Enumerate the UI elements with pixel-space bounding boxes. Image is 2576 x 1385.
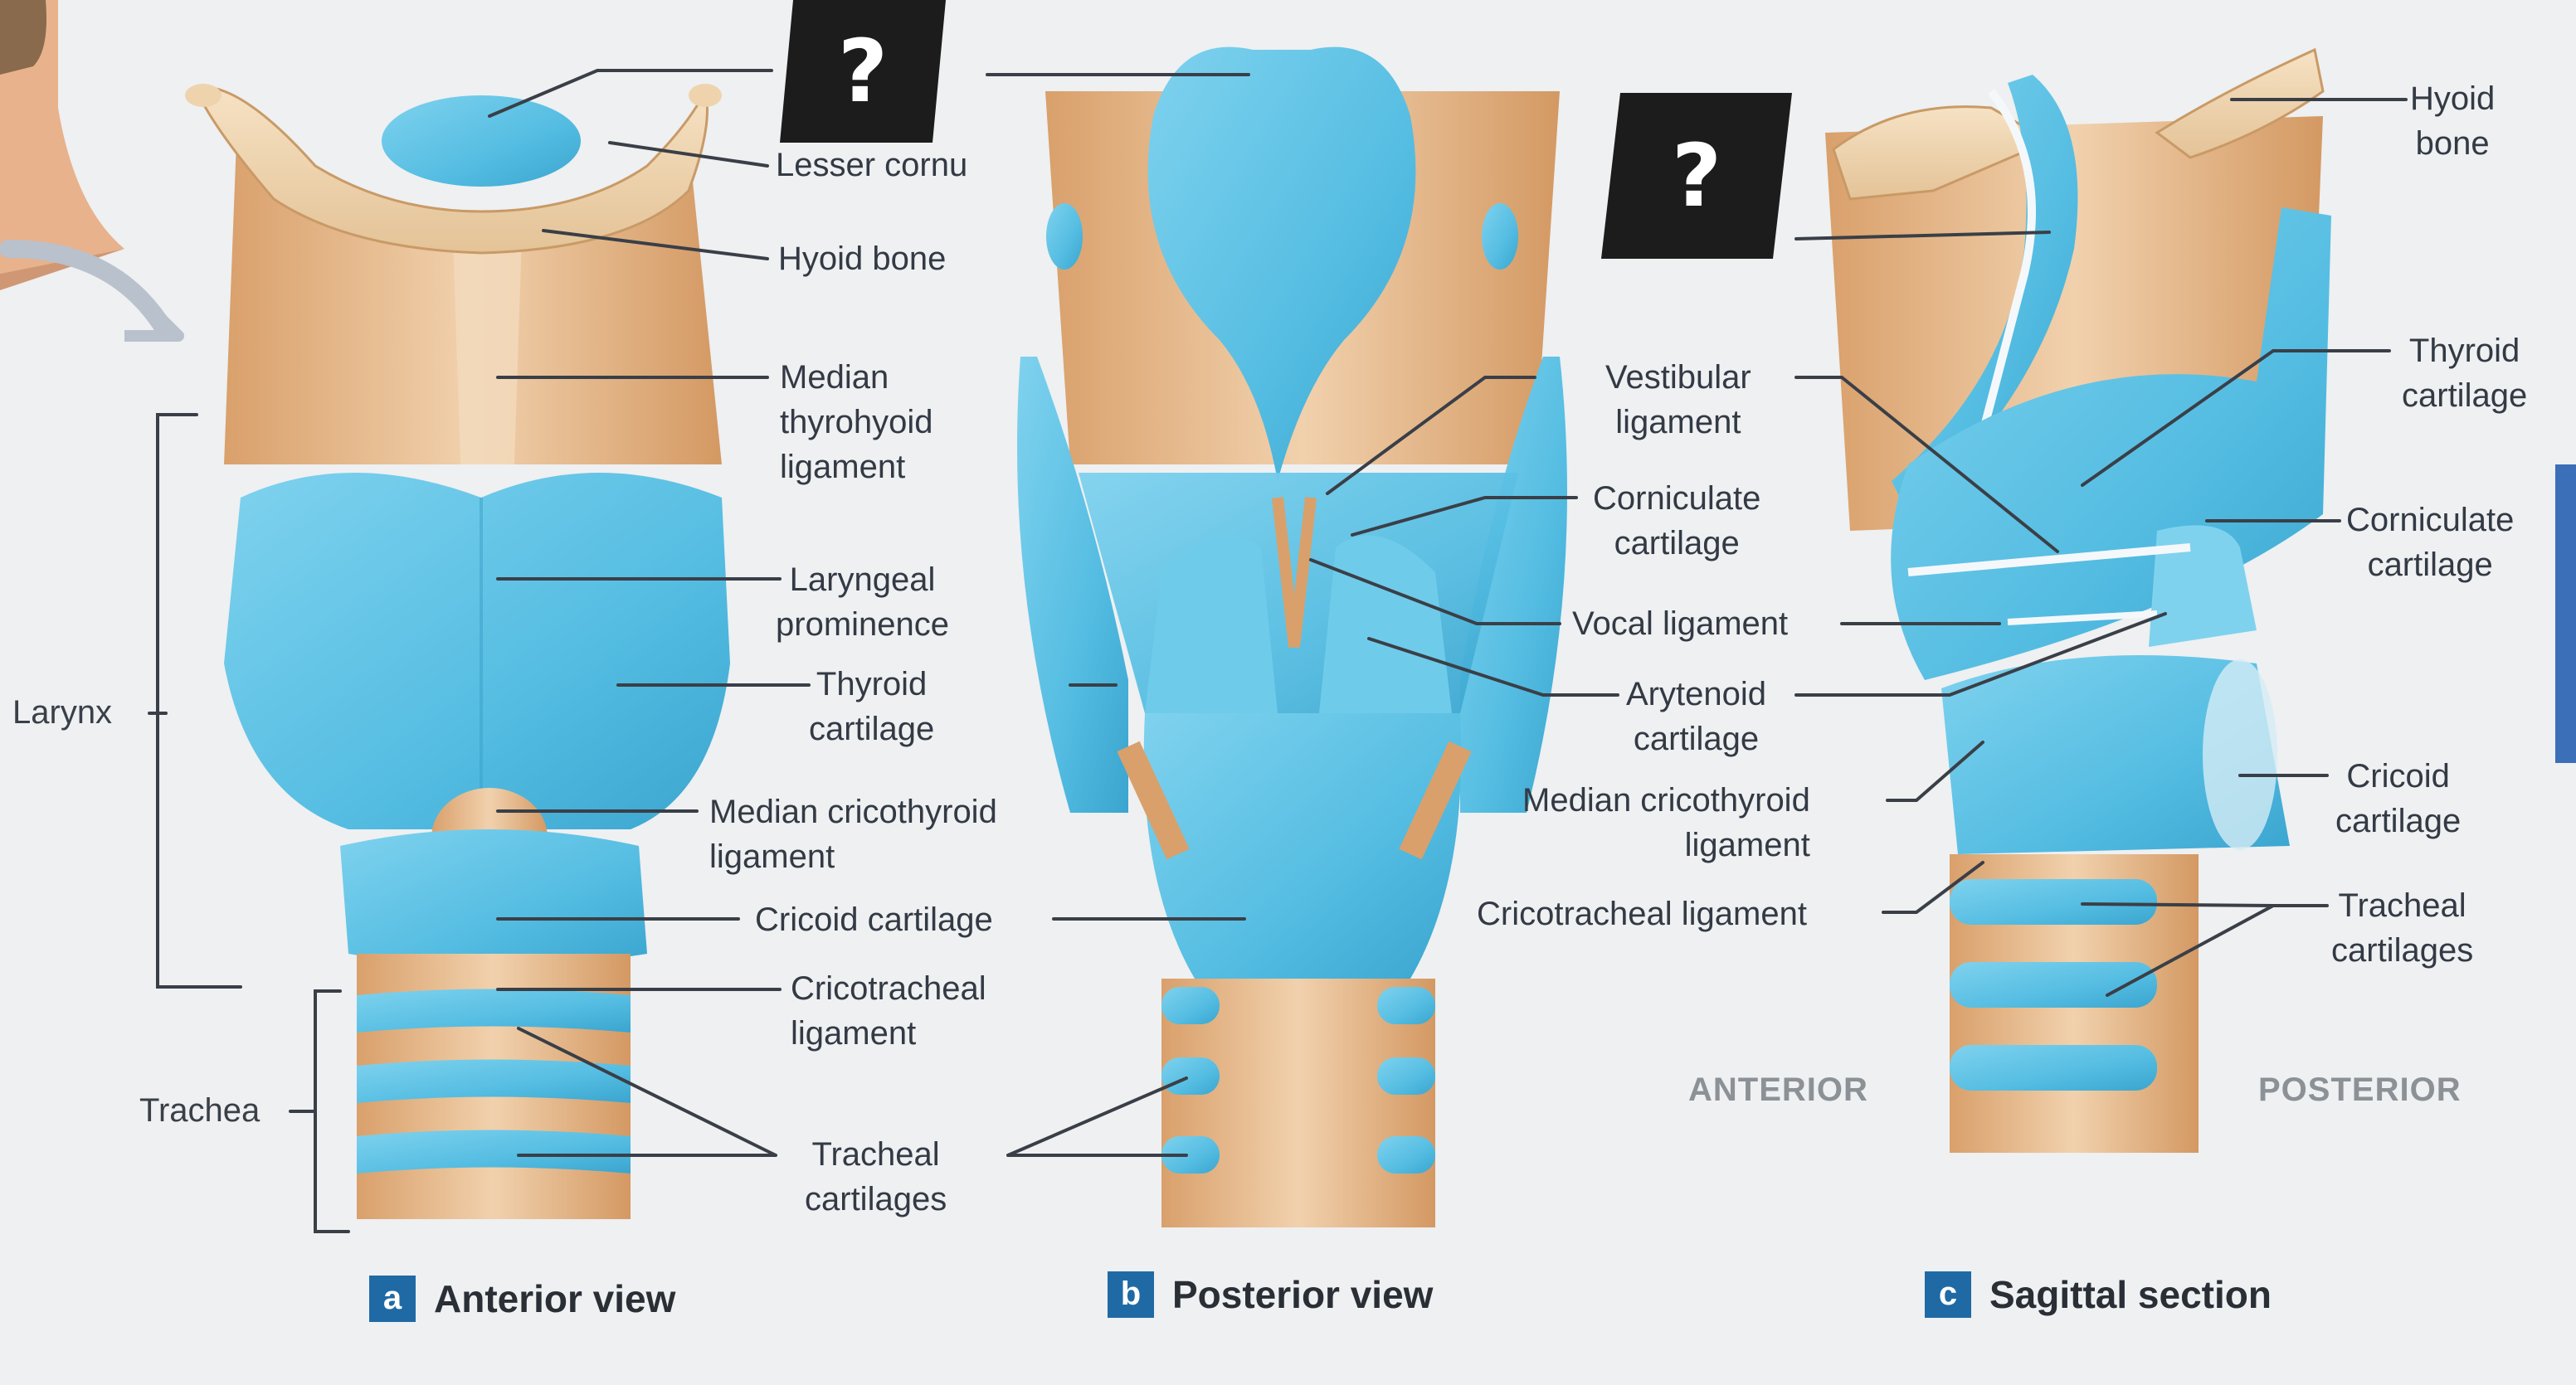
label-cricoid-cartilage-c: Cricoid cartilage	[2335, 754, 2461, 843]
sagittal-section-illustration	[1825, 47, 2576, 1153]
label-line: cartilages	[2331, 932, 2474, 969]
label-line: ligament	[780, 449, 906, 485]
label-line: ligament	[791, 1015, 917, 1052]
label-hyoid-bone-c: Hyoid bone	[2410, 76, 2495, 166]
label-line: Vestibular	[1605, 359, 1751, 396]
label-median-thyrohyoid-ligament: Median thyrohyoid ligament	[780, 355, 933, 489]
label-corniculate-cartilage-b: Corniculate cartilage	[1593, 476, 1760, 566]
label-hyoid-bone: Hyoid bone	[778, 241, 947, 277]
label-line: bone	[2415, 125, 2490, 162]
leader-lines	[148, 69, 2408, 1233]
label-anterior: ANTERIOR	[1688, 1072, 1868, 1108]
caption-title: Posterior view	[1172, 1273, 1434, 1316]
caption-title: Anterior view	[434, 1277, 676, 1320]
question-mark-box: ?	[780, 0, 946, 143]
label-line: Cricoid	[2346, 758, 2450, 795]
label-posterior: POSTERIOR	[2258, 1072, 2462, 1108]
caption-title: Sagittal section	[1989, 1273, 2272, 1316]
reference-figure	[0, 0, 184, 342]
question-mark-box: ?	[1601, 93, 1792, 259]
label-vocal-ligament: Vocal ligament	[1572, 605, 1789, 642]
label-line: Laryngeal	[789, 561, 936, 598]
label-line: ligament	[709, 838, 835, 875]
label-line: Tracheal	[2338, 887, 2466, 924]
label-cricoid-cartilage: Cricoid cartilage	[755, 901, 993, 938]
label-line: cartilage	[1633, 721, 1760, 757]
label-cricotracheal-ligament-a: Cricotracheal ligament	[791, 966, 986, 1056]
label-line: ligament	[1684, 827, 1810, 863]
label-line: cartilages	[805, 1181, 947, 1217]
label-line: Hyoid	[2410, 80, 2496, 117]
label-line: cartilage	[2402, 377, 2528, 414]
label-line: cartilage	[2335, 803, 2462, 839]
label-tracheal-cartilages-c: Tracheal cartilages	[2331, 883, 2473, 973]
label-arytenoid-cartilage: Arytenoid cartilage	[1626, 672, 1766, 761]
label-line: prominence	[776, 606, 950, 643]
label-line: Corniculate	[2346, 502, 2515, 538]
label-cricotracheal-ligament-b: Cricotracheal ligament	[1477, 896, 1807, 932]
label-median-cricothyroid-ligament-b: Median cricothyroid ligament	[1522, 778, 1810, 867]
label-line: cartilage	[1614, 525, 1740, 561]
label-line: Thyroid	[2408, 333, 2520, 369]
caption-anterior-view: a Anterior view	[369, 1276, 675, 1322]
label-line: Median cricothyroid	[709, 794, 997, 830]
caption-sagittal-section: c Sagittal section	[1925, 1271, 2272, 1318]
label-larynx: Larynx	[12, 694, 113, 731]
label-median-cricothyroid-ligament-a: Median cricothyroid ligament	[709, 790, 997, 879]
label-trachea: Trachea	[139, 1092, 261, 1129]
caption-posterior-view: b Posterior view	[1108, 1271, 1433, 1318]
label-line: Corniculate	[1593, 480, 1761, 517]
posterior-view-illustration	[1017, 46, 1567, 1227]
label-line: cartilage	[809, 711, 935, 747]
label-line: thyrohyoid	[780, 404, 933, 440]
label-vestibular-ligament: Vestibular ligament	[1605, 355, 1751, 445]
label-corniculate-cartilage-c: Corniculate cartilage	[2346, 498, 2514, 587]
label-line: Median	[780, 359, 889, 396]
label-line: Arytenoid	[1626, 676, 1766, 712]
label-laryngeal-prominence: Laryngeal prominence	[776, 557, 949, 647]
label-tracheal-cartilages-a: Tracheal cartilages	[805, 1132, 947, 1222]
caption-letter: b	[1108, 1271, 1154, 1318]
label-thyroid-cartilage-c: Thyroid cartilage	[2402, 328, 2527, 418]
label-thyroid-cartilage: Thyroid cartilage	[809, 662, 934, 751]
label-line: ligament	[1615, 404, 1741, 440]
label-line: Median cricothyroid	[1522, 782, 1810, 819]
caption-letter: a	[369, 1276, 416, 1322]
label-line: Cricotracheal	[791, 970, 986, 1007]
anterior-view-illustration	[185, 84, 730, 1219]
label-line: Thyroid	[816, 666, 928, 702]
caption-letter: c	[1925, 1271, 1971, 1318]
label-lesser-cornu: Lesser cornu	[776, 147, 968, 183]
label-line: cartilage	[2367, 547, 2493, 583]
label-line: Tracheal	[811, 1136, 940, 1173]
